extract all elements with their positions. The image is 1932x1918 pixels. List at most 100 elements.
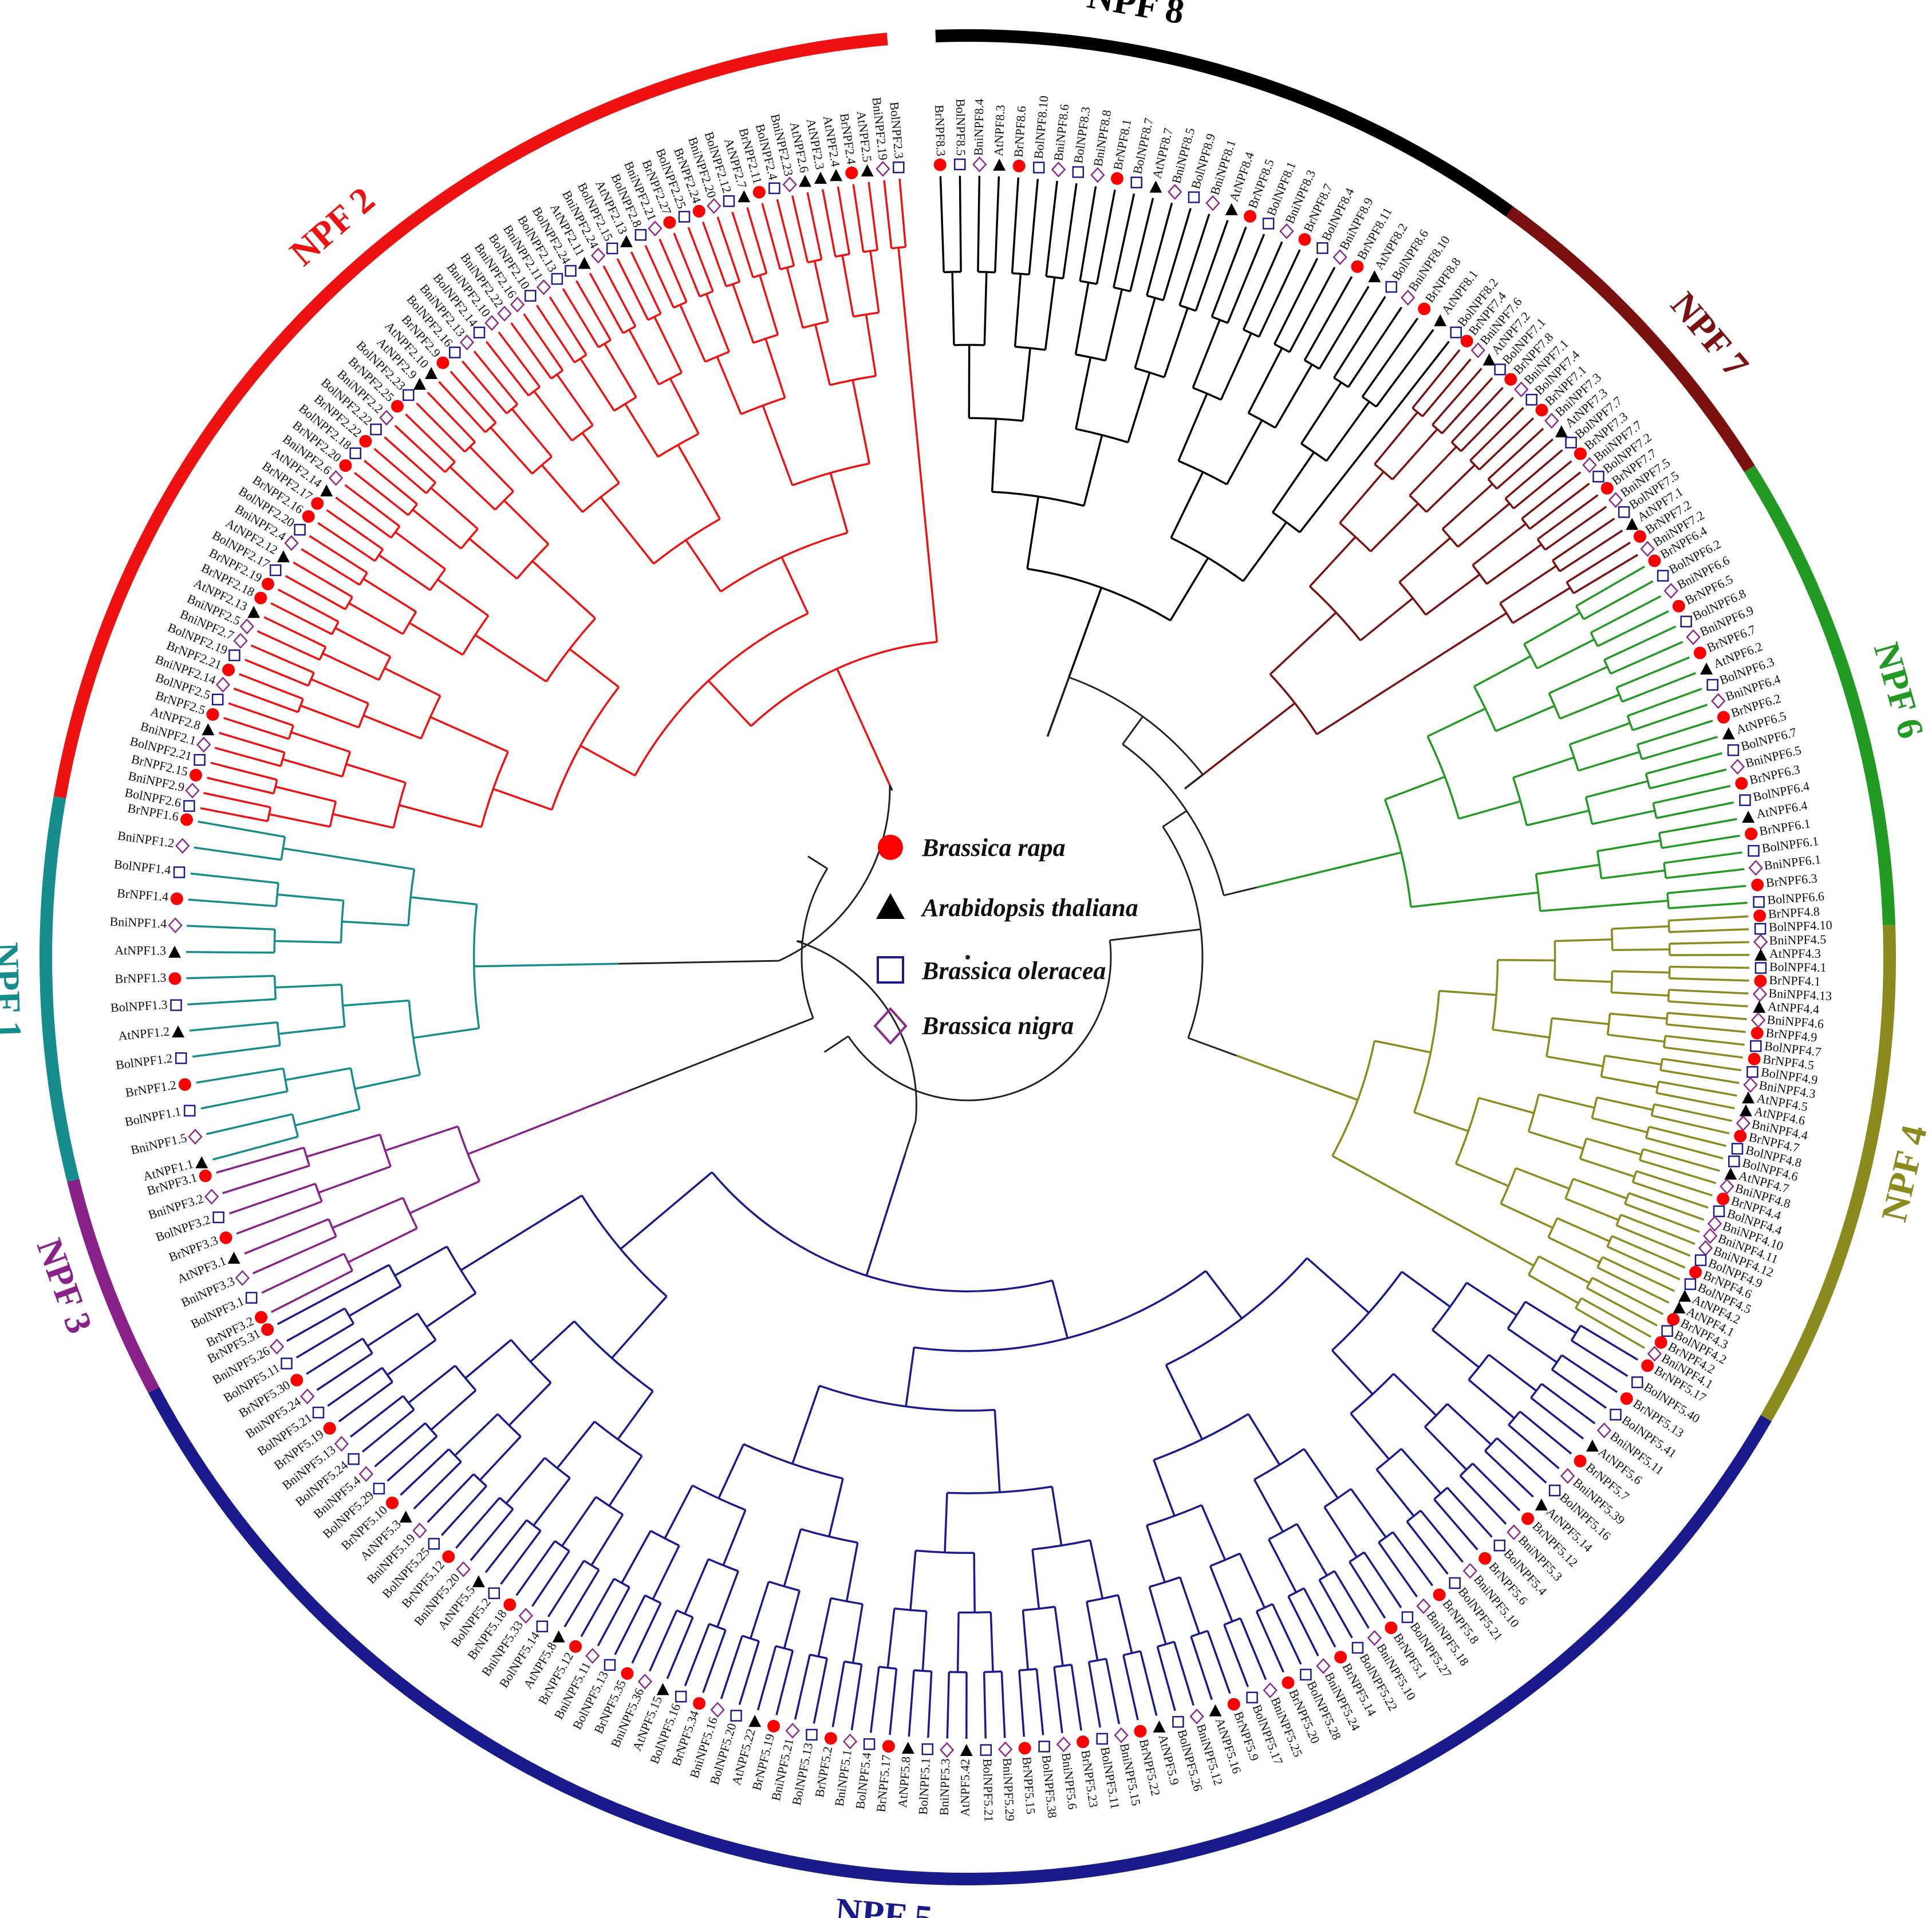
brassica-rapa-marker	[190, 768, 202, 782]
brassica-rapa-marker	[386, 1497, 399, 1509]
leaf-label: BrNPF4.1	[1769, 973, 1821, 989]
branch	[1551, 1368, 1607, 1409]
branch-arc	[1374, 463, 1393, 480]
brassica-oleracea-marker	[1188, 191, 1200, 203]
branch	[1296, 1523, 1328, 1576]
branch	[1546, 1055, 1603, 1067]
branch	[1659, 818, 1737, 834]
branch	[1209, 1565, 1233, 1622]
branch	[687, 227, 714, 292]
branch	[1468, 1379, 1515, 1419]
branch	[207, 776, 274, 795]
branch	[257, 630, 321, 661]
brassica-nigra-marker	[1663, 583, 1678, 599]
brassica-oleracea-marker	[1694, 1254, 1707, 1266]
branch	[1597, 610, 1669, 648]
branch	[1646, 1136, 1724, 1159]
branch	[1177, 393, 1208, 461]
branch	[664, 1485, 693, 1539]
branch	[561, 1496, 597, 1547]
branch	[1641, 736, 1718, 760]
branch-arc	[531, 456, 553, 475]
branch	[1666, 1023, 1746, 1033]
branch	[865, 314, 877, 376]
branch	[791, 1385, 821, 1465]
branch	[1287, 1596, 1319, 1656]
brassica-nigra-marker	[782, 176, 797, 193]
branch	[1616, 656, 1690, 689]
branch	[270, 602, 333, 636]
branch	[1472, 523, 1527, 566]
brassica-nigra-marker	[379, 409, 394, 426]
branch	[1649, 1126, 1727, 1147]
brassica-oleracea-marker	[294, 523, 306, 536]
brassica-oleracea-marker	[1631, 1376, 1643, 1388]
brassica-nigra-marker	[710, 1702, 725, 1718]
brassica-nigra-marker	[972, 156, 987, 173]
brassica-oleracea-marker	[921, 1743, 934, 1755]
legend-item-arabidopsis-thaliana: Arabidopsis thaliana	[876, 893, 1138, 922]
branch-arc	[340, 984, 346, 1027]
branch	[616, 258, 649, 321]
branch	[348, 1285, 401, 1317]
arabidopsis-marker	[1586, 1439, 1599, 1452]
branch-arc	[1411, 407, 1424, 417]
brassica-rapa-marker	[693, 1697, 706, 1710]
brassica-nigra-marker	[235, 1270, 250, 1286]
branch	[1053, 1667, 1063, 1734]
branch	[269, 813, 330, 828]
brassica-nigra-marker	[1707, 1215, 1722, 1232]
branch	[956, 1612, 960, 1672]
branch	[214, 747, 281, 767]
branch	[814, 324, 831, 386]
branch	[1035, 1668, 1044, 1735]
clade-arc	[148, 1387, 1772, 1885]
branch	[474, 634, 547, 682]
arabidopsis-marker	[620, 235, 633, 247]
branch	[1411, 349, 1461, 409]
branch	[1051, 1486, 1063, 1546]
branch	[1540, 899, 1669, 912]
backbone-branch	[1188, 1037, 1237, 1057]
branch	[1620, 1213, 1696, 1245]
branch	[189, 1021, 278, 1032]
branch	[263, 616, 326, 648]
branch-arc	[752, 272, 767, 279]
legend: Brassica rapa Arabidopsis thaliana Brass…	[873, 834, 1138, 1045]
brassica-nigra-marker	[518, 1608, 533, 1624]
branch-arc	[550, 369, 563, 380]
branch-arc	[792, 462, 870, 487]
branch-arc	[878, 1666, 897, 1670]
brassica-oleracea-marker	[525, 290, 537, 302]
branch-arc	[1487, 478, 1498, 490]
branch-arc	[711, 1171, 1053, 1293]
branch	[1062, 183, 1078, 279]
branch-arc	[429, 568, 447, 591]
branch	[817, 1597, 832, 1657]
arabidopsis-marker	[1535, 1498, 1548, 1511]
branch	[1590, 595, 1662, 634]
branch	[1347, 306, 1403, 388]
branch	[653, 316, 683, 373]
branch	[1607, 1033, 1665, 1043]
brassica-rapa-marker	[824, 1732, 837, 1745]
branch	[1645, 752, 1723, 775]
black-triangle-icon	[876, 893, 905, 919]
branch-arc	[1179, 304, 1196, 312]
branch	[384, 667, 441, 697]
branch-arc	[1153, 1413, 1249, 1461]
brassica-oleracea-marker	[1680, 615, 1692, 628]
branch	[1288, 266, 1336, 353]
leaf-label: BolNPF1.4	[113, 857, 172, 877]
branch	[374, 1422, 426, 1467]
branch-arc	[420, 695, 441, 739]
leaf-label: AtNPF5.8	[895, 1756, 913, 1808]
brassica-nigra-marker	[1730, 759, 1745, 775]
branch	[1220, 333, 1252, 400]
branch	[500, 1530, 542, 1585]
brassica-oleracea-marker	[449, 346, 461, 358]
branch	[1247, 1413, 1281, 1466]
branch	[791, 195, 809, 263]
leaf-label: BolNPF4.10	[1769, 918, 1832, 934]
branch-arc	[462, 615, 490, 656]
